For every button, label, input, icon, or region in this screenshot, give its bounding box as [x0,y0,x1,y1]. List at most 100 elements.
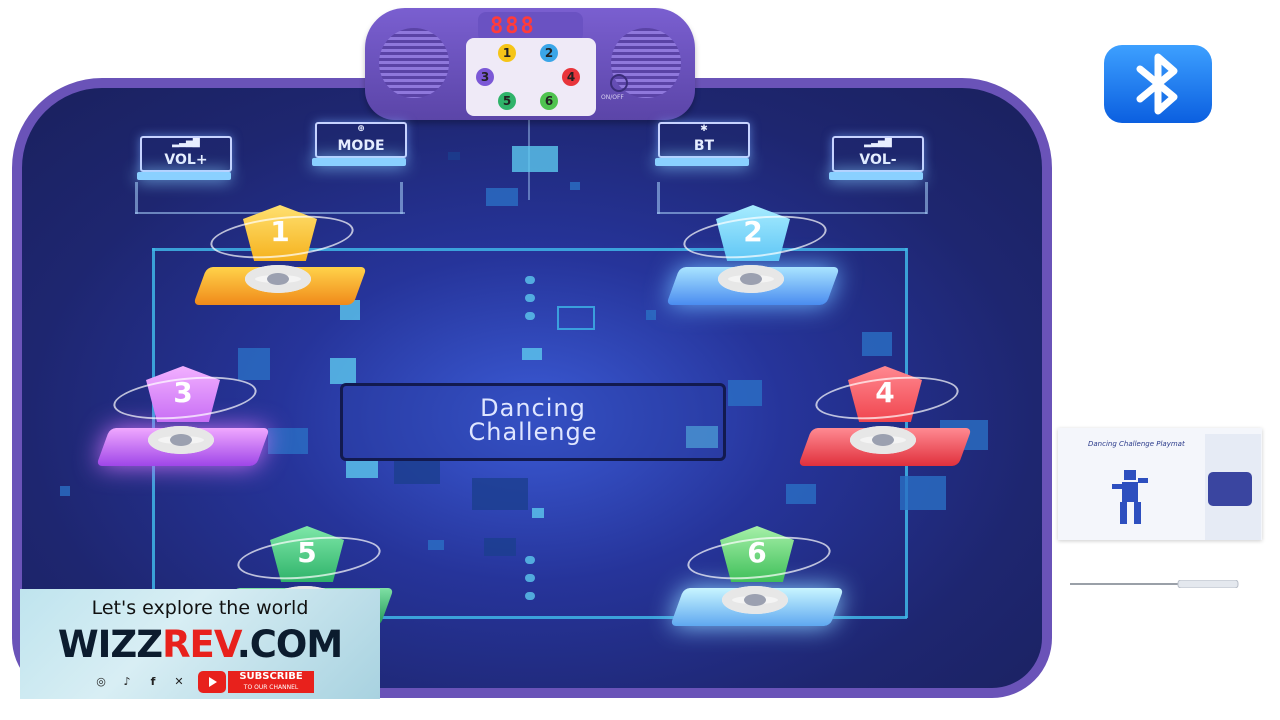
bluetooth-icon [1104,45,1212,123]
key-4[interactable]: 4 [562,68,580,86]
circuit-square [448,152,460,160]
circuit-square [428,540,444,550]
youtube-icon[interactable] [198,671,226,693]
social-links: ◎ ♪ f ✕ SUBSCRIBE TO OUR CHANNEL [94,671,344,693]
key-1[interactable]: 1 [498,44,516,62]
key-2[interactable]: 2 [540,44,558,62]
pad-orbit [208,209,356,265]
pad-orbit [685,530,833,586]
circuit-line [657,182,660,214]
banner-brand: WIZZREV.COM [20,623,380,666]
pad-ring [718,265,784,293]
signal-bars-icon: ▂▃▅▇ [864,138,892,148]
circuit-square [512,146,558,172]
pad-orbit [813,370,961,426]
vol-plus-label: VOL+ [164,152,208,168]
circuit-square [786,484,816,504]
circuit-square [486,188,518,206]
power-label: ON/OFF [601,94,624,101]
key-5[interactable]: 5 [498,92,516,110]
circuit-square [340,300,360,320]
pad-number: 5 [297,536,317,569]
connector-dot [525,276,535,284]
pad-ring [148,426,214,454]
instagram-icon[interactable]: ◎ [96,675,106,688]
banner-tagline: Let's explore the world [91,597,309,619]
bluetooth-glyph [1136,53,1178,115]
pad-gem [146,366,220,422]
vol-minus-label: VOL- [859,152,897,168]
circuit-square [346,458,378,478]
channel-banner: Let's explore the world WIZZREV.COM ◎ ♪ … [20,589,380,699]
display-digits: 888 [490,14,536,39]
circuit-square [686,426,718,448]
pad-gem [848,366,922,422]
pad-number: 4 [875,376,895,409]
circuit-line [135,182,138,214]
pad-orbit [681,209,829,265]
bluetooth-small-icon: ✱ [700,124,708,134]
dance-pad-2[interactable]: 2 [666,205,840,325]
circuit-square [570,182,580,190]
circuit-square [900,476,946,510]
pad-number: 2 [743,215,763,248]
connector-dot [525,556,535,564]
dance-pad-1[interactable]: 1 [193,205,367,325]
subscribe-button[interactable]: SUBSCRIBE TO OUR CHANNEL [228,671,314,693]
key-6[interactable]: 6 [540,92,558,110]
controller-console: 888 1 2 3 4 5 6 ON/OFF [365,8,695,120]
subscribe-sublabel: TO OUR CHANNEL [243,684,299,691]
power-button[interactable] [610,74,628,92]
circuit-square [238,348,270,380]
x-icon[interactable]: ✕ [174,675,184,688]
circuit-square [862,332,892,356]
circuit-square [268,428,308,454]
mode-control[interactable]: ⊕ MODE [315,122,407,158]
pad-number: 1 [270,215,290,248]
brand-part-3: .COM [236,623,343,666]
circuit-square [646,310,656,320]
gamepad-icon: ⊕ [357,124,365,134]
pad-number: 3 [173,376,193,409]
box-title: Dancing Challenge Playmat [1088,440,1185,448]
brand-part-2: REV [162,623,238,666]
circuit-line [657,212,927,214]
box-mat-thumbnail [1208,472,1252,506]
connector-dot [525,592,535,600]
screwdriver-image [1070,580,1239,588]
keypad: 1 2 3 4 5 6 [466,38,596,116]
dance-pad-6[interactable]: 6 [670,526,844,646]
circuit-square [557,306,595,330]
circuit-line [400,182,403,214]
dancer-figure-icon [1112,470,1148,524]
circuit-square [532,508,544,518]
brand-part-1: WIZZ [57,623,163,666]
key-3[interactable]: 3 [476,68,494,86]
circuit-line [152,248,907,251]
tiktok-icon[interactable]: ♪ [123,675,131,688]
center-title-line2: Challenge [468,418,598,446]
signal-bars-icon: ▂▃▅▇ [172,138,200,148]
facebook-icon[interactable]: f [150,675,156,688]
pad-ring [245,265,311,293]
center-panel: Dancing Challenge [340,383,726,461]
dance-pad-4[interactable]: 4 [798,366,972,486]
bt-control[interactable]: ✱ BT [658,122,750,158]
mode-label: MODE [337,138,385,154]
vol-minus-control[interactable]: ▂▃▅▇ VOL- [832,136,924,172]
bt-label: BT [693,138,715,154]
circuit-square [484,538,516,556]
circuit-line [925,182,928,214]
dance-pad-3[interactable]: 3 [96,366,270,486]
connector-dot [525,574,535,582]
circuit-square [330,358,356,384]
circuit-square [394,460,440,484]
circuit-square [728,380,762,406]
vol-plus-control[interactable]: ▂▃▅▇ VOL+ [140,136,232,172]
control-base [829,172,923,180]
circuit-square [60,486,70,496]
center-title-line1: Dancing [480,394,586,422]
control-base [137,172,231,180]
control-base [655,158,749,166]
pad-ring [850,426,916,454]
